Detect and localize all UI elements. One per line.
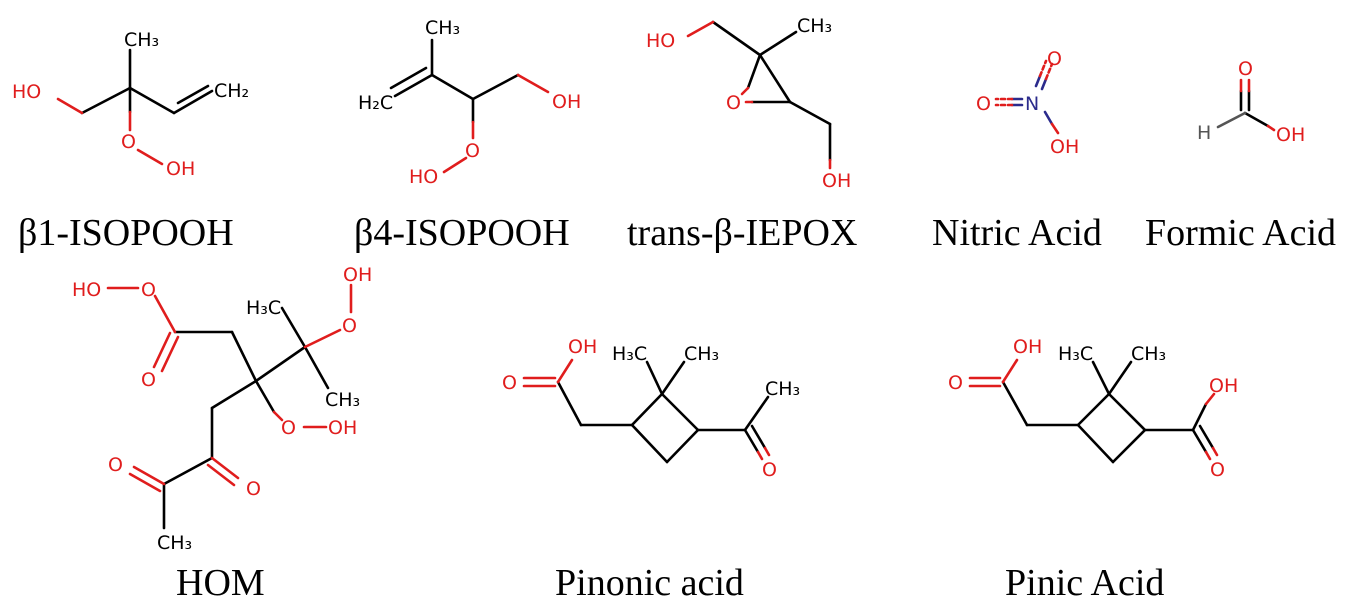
iepox-hydroxyl-bottom-label: OH [822, 170, 851, 192]
hom-peroxy-oxygen-top-label: O [342, 315, 357, 337]
b1-methylene-label: CH₂ [214, 80, 249, 102]
hom-ketone-oxygen-left-label: O [108, 454, 123, 476]
pinonic-hydroxyl-label: OH [568, 336, 597, 358]
pinic-hydroxyl-right-label: OH [1209, 375, 1238, 397]
caption-b1-isopooh: β1-ISOPOOH [18, 212, 234, 254]
pinic-carbonyl-oxygen-right-label: O [1210, 459, 1225, 481]
b1-hydroperoxy-label: OH [166, 158, 195, 180]
b1-hydroxyl-label: HO [12, 81, 41, 103]
caption-trans-b-iepox: trans-β-IEPOX [627, 212, 858, 254]
nitric-oxygen-top-label: O [1047, 48, 1062, 70]
molecule-pinic-acid: OH H₃C CH₃ O OH O [948, 336, 1238, 481]
caption-pinic-acid: Pinic Acid [1005, 562, 1165, 604]
b4-methylene-label: H₂C [358, 92, 393, 114]
pinic-carbonyl-oxygen-left-label: O [948, 372, 963, 394]
hom-terminal-hydroxyl-label: HO [72, 279, 101, 301]
b1-peroxy-oxygen-label: O [121, 131, 136, 153]
molecule-formic-acid: O H OH [1197, 58, 1305, 146]
hom-top-hydroperoxy-label: OH [343, 264, 372, 286]
iepox-hydroxyl-left-label: HO [646, 30, 675, 52]
molecule-pinonic-acid: OH H₃C CH₃ O CH₃ O [502, 336, 800, 481]
hom-methyl-h3c-label: H₃C [246, 297, 281, 319]
hom-peroxy-oxygen-middle-label: O [281, 417, 296, 439]
b4-hydroxyl-label: OH [552, 91, 581, 113]
pinonic-acetyl-methyl-label: CH₃ [765, 378, 800, 400]
formic-hydrogen-label: H [1197, 122, 1211, 144]
b4-methyl-label: CH₃ [425, 17, 460, 39]
molecule-b4-isopooh: CH₃ H₂C OH O HO [358, 17, 581, 188]
pinic-hydroxyl-left-label: OH [1013, 336, 1042, 358]
molecule-nitric-acid: O O N OH [976, 48, 1079, 158]
hom-methyl-bottom-label: CH₃ [157, 532, 192, 554]
iepox-methyl-label: CH₃ [797, 15, 832, 37]
hom-methyl-right-label: CH₃ [325, 389, 360, 411]
b1-methyl-label: CH₃ [124, 29, 159, 51]
nitric-oxygen-left-label: O [976, 93, 991, 115]
caption-hom: HOM [176, 562, 265, 604]
molecule-b1-isopooh: CH₃ CH₂ HO O OH [12, 29, 249, 180]
formic-hydroxyl-label: OH [1276, 124, 1305, 146]
hom-carbonyl-oxygen-label: O [141, 369, 156, 391]
pinonic-acetyl-oxygen-label: O [762, 459, 777, 481]
nitric-nitrogen-label: N [1025, 93, 1039, 115]
molecule-hom: HO O OH O H₃C O CH₃ O OH O O CH₃ [72, 264, 372, 554]
hom-hydroperoxy-right-label: OH [328, 417, 357, 439]
hom-ketone-oxygen-right-label: O [246, 478, 261, 500]
pinic-h3c-label: H₃C [1058, 343, 1093, 365]
caption-nitric-acid: Nitric Acid [932, 212, 1102, 254]
b4-peroxy-oxygen-label: O [465, 140, 480, 162]
molecule-trans-b-iepox: HO CH₃ O OH [646, 15, 851, 192]
hom-peroxy-oxygen-left-label: O [141, 279, 156, 301]
b4-hydroperoxy-label: HO [409, 166, 438, 188]
pinonic-acid-carbonyl-oxygen-label: O [502, 372, 517, 394]
nitric-hydroxyl-label: OH [1050, 136, 1079, 158]
pinonic-gem-methyl-label: CH₃ [684, 343, 719, 365]
iepox-epoxide-oxygen-label: O [726, 92, 741, 114]
caption-b4-isopooh: β4-ISOPOOH [354, 212, 570, 254]
pinic-methyl-label: CH₃ [1131, 343, 1166, 365]
caption-formic-acid: Formic Acid [1145, 212, 1337, 254]
formic-oxygen-label: O [1238, 58, 1253, 80]
pinonic-h3c-label: H₃C [612, 343, 647, 365]
caption-pinonic-acid: Pinonic acid [555, 562, 744, 604]
